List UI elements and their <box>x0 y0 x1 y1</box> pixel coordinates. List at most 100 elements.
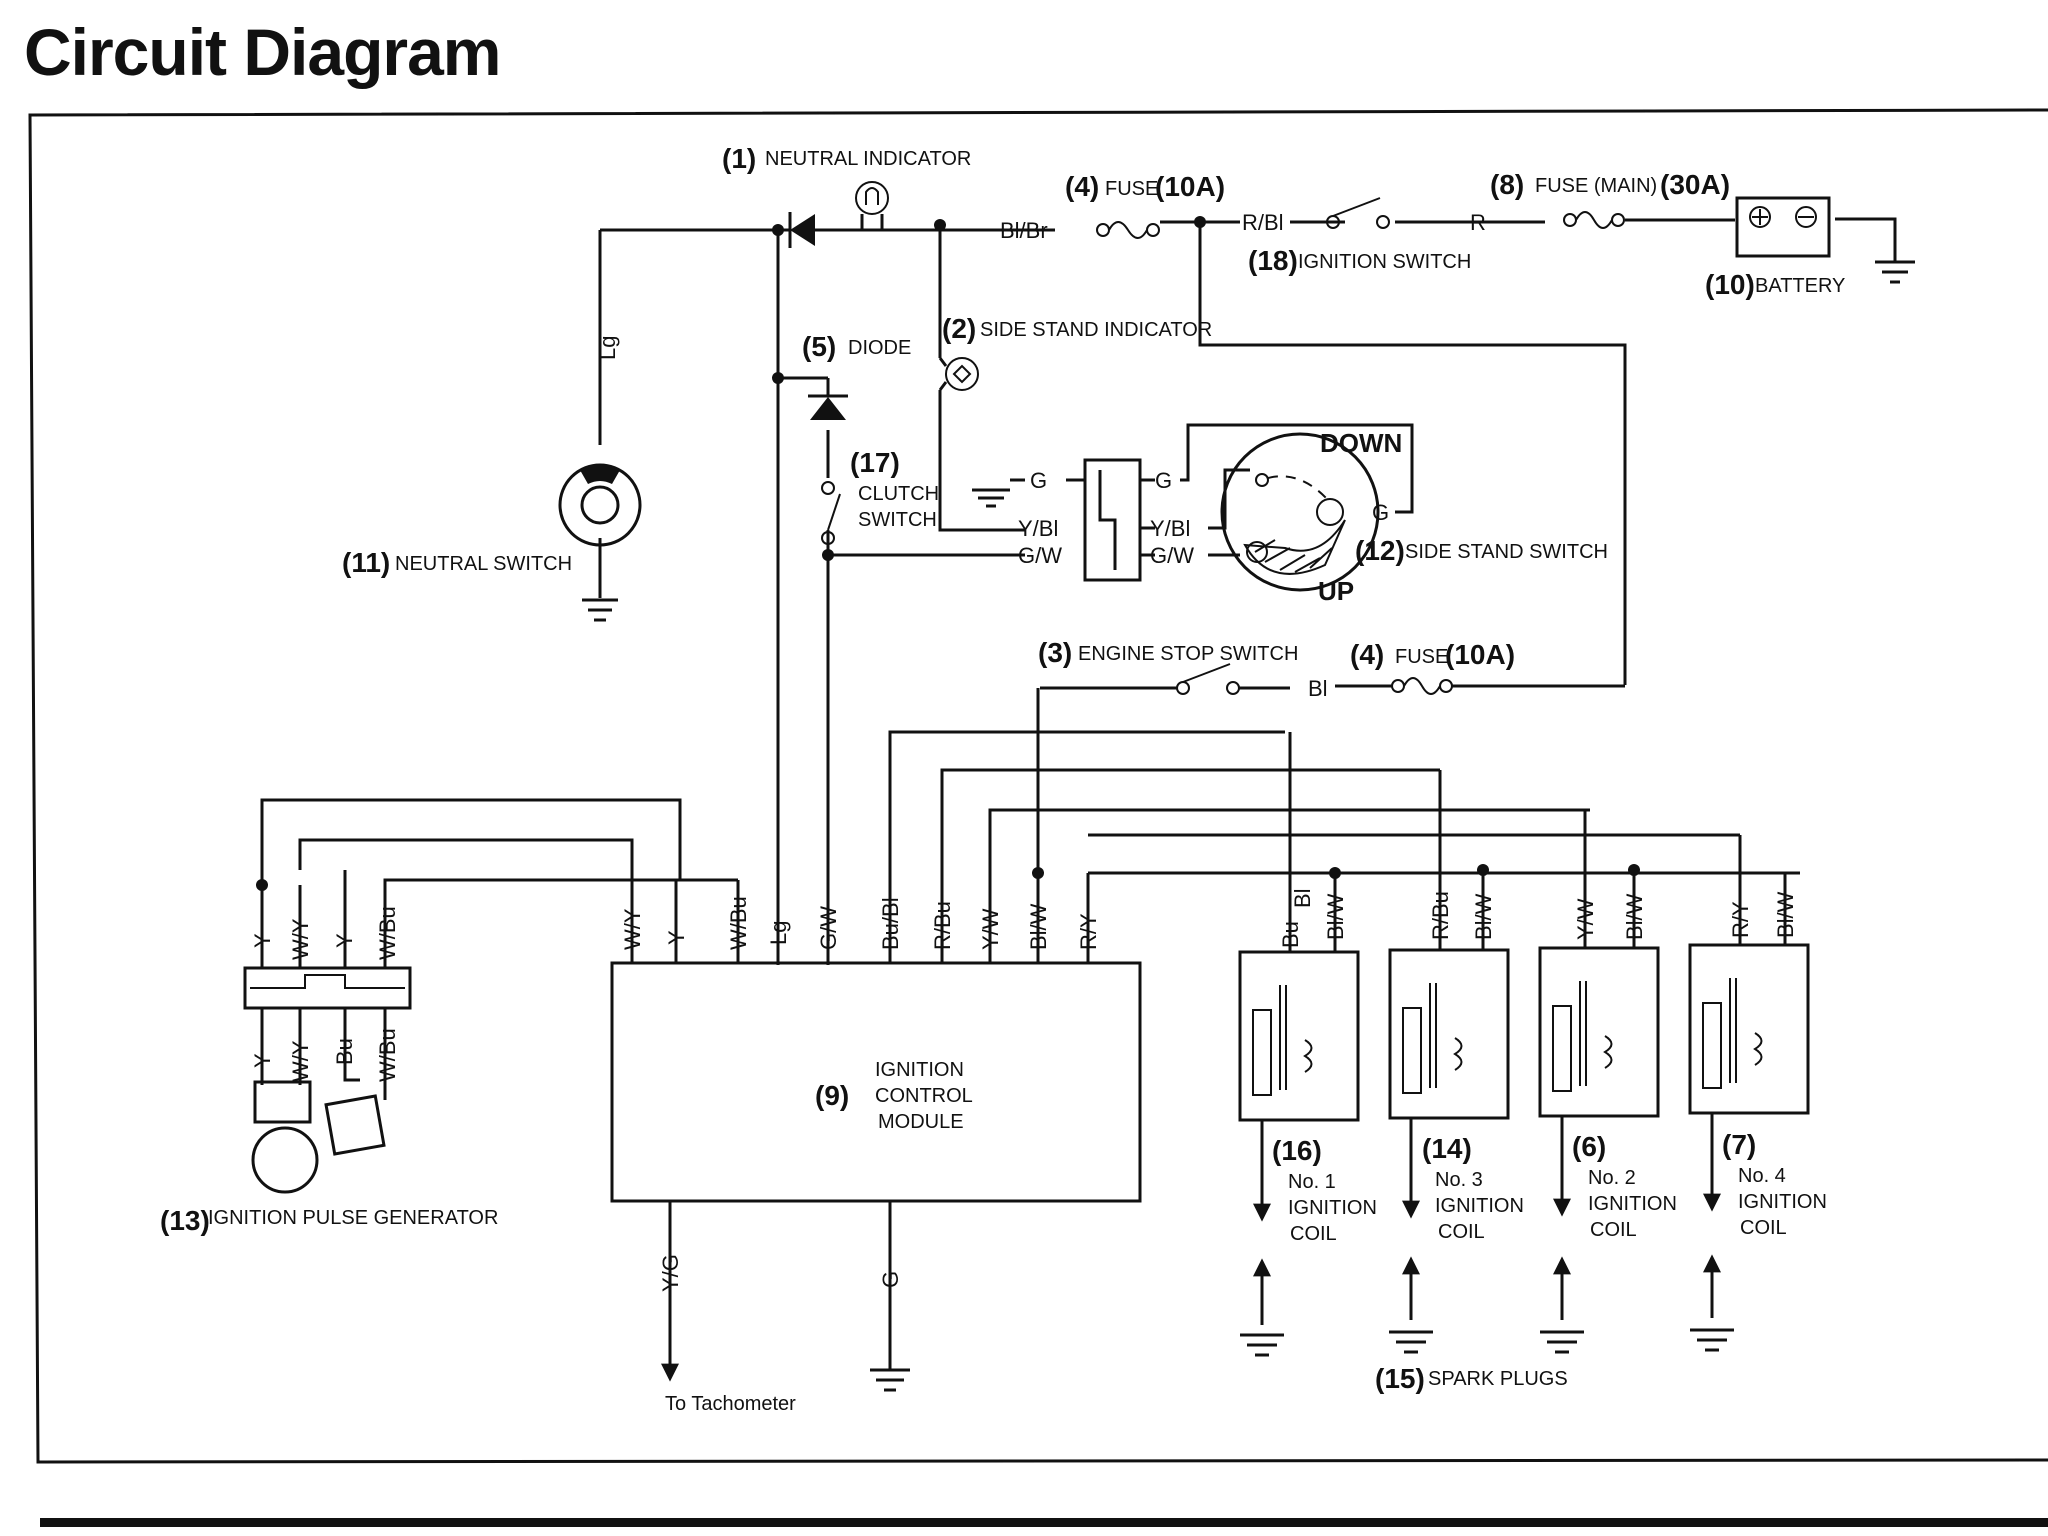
neutral-indicator-label: NEUTRAL INDICATOR <box>765 148 971 170</box>
side-stand-indicator-lamp-icon <box>938 357 979 391</box>
clutch-switch-num: (17) <box>850 447 900 478</box>
battery-num: (10) <box>1705 269 1755 300</box>
coil-4-line3: COIL <box>1740 1217 1787 1239</box>
wire-y-pg3: Y <box>250 1053 275 1068</box>
wire-bl: Bl <box>1308 676 1328 701</box>
fuse-a-label: FUSE <box>1105 178 1158 200</box>
diode-num: (5) <box>802 331 836 362</box>
icm-wiring <box>630 688 1800 1382</box>
diode-icon <box>808 394 848 420</box>
ground-symbols <box>582 260 1915 1392</box>
coil-1-num: (16) <box>1272 1135 1322 1166</box>
fuse-main-num: (8) <box>1490 169 1524 200</box>
wire-w-y-pg1: W/Y <box>288 918 313 960</box>
wire-bl-coil1: Bl <box>1290 888 1315 908</box>
wire-y-g: Y/G <box>658 1254 683 1292</box>
fuse-main-rating: (30A) <box>1660 169 1730 200</box>
coil-3-line2: IGNITION <box>1435 1195 1524 1217</box>
wire-y-pg1: Y <box>250 933 275 948</box>
wire-bl-w-coil1: Bl/W <box>1323 893 1348 940</box>
fuse-main-label: FUSE (MAIN) <box>1535 175 1657 197</box>
wire-bl-w-icm: Bl/W <box>1026 903 1051 950</box>
diode-top-icon <box>788 212 815 248</box>
wire-g-w-icm: G/W <box>816 906 841 950</box>
clutch-switch-line1: CLUTCH <box>858 483 939 505</box>
fuse-b-num: (4) <box>1350 639 1384 670</box>
side-stand-switch-label: SIDE STAND SWITCH <box>1405 541 1608 563</box>
wire-w-bu-icm: W/Bu <box>726 896 751 950</box>
coil-1-line3: COIL <box>1290 1223 1337 1245</box>
wire-bl-w-coil4: Bl/W <box>1773 891 1798 938</box>
coil-2-num: (6) <box>1572 1131 1606 1162</box>
coil-2-line3: COIL <box>1590 1219 1637 1241</box>
wire-bu-pg: Bu <box>332 1038 357 1065</box>
wire-r-bu-icm: R/Bu <box>930 901 955 950</box>
spark-plugs-num: (15) <box>1375 1363 1425 1394</box>
pulse-generator-label: IGNITION PULSE GENERATOR <box>208 1207 498 1229</box>
coil-3-num: (14) <box>1422 1133 1472 1164</box>
ignition-switch-num: (18) <box>1248 245 1298 276</box>
neutral-switch-icon <box>558 463 642 547</box>
wire-y-bl-right: Y/Bl <box>1150 516 1190 541</box>
ignition-switch-label: IGNITION SWITCH <box>1298 251 1471 273</box>
clutch-switch-icon <box>821 481 841 545</box>
side-stand-indicator-num: (2) <box>942 313 976 344</box>
coil-3-line3: COIL <box>1438 1221 1485 1243</box>
ignition-control-module <box>610 961 1142 1203</box>
icm-line3: MODULE <box>878 1111 964 1133</box>
neutral-indicator-num: (1) <box>722 143 756 174</box>
coil-4-icon <box>1688 895 1810 1212</box>
fuse-b-icon <box>1335 677 1625 695</box>
wire-w-bu-pg2: W/Bu <box>375 1028 400 1082</box>
fuse-main-icon <box>1563 211 1625 229</box>
battery-icon <box>1735 196 1831 258</box>
wire-w-y-icm: W/Y <box>620 908 645 950</box>
page-title: Circuit Diagram <box>24 15 501 89</box>
wire-g-w-right: G/W <box>1150 543 1194 568</box>
wire-bl-w-coil3: Bl/W <box>1471 893 1496 940</box>
diagram-frame <box>28 108 2048 1527</box>
fuse-b-label: FUSE <box>1395 646 1448 668</box>
wire-y-w-coil2: Y/W <box>1573 898 1598 940</box>
fuse-b-rating: (10A) <box>1445 639 1515 670</box>
ignition-switch-icon <box>1326 197 1390 229</box>
neutral-switch-num: (11) <box>342 547 390 578</box>
engine-stop-switch-label: ENGINE STOP SWITCH <box>1078 643 1298 665</box>
wire-r-bl: R/Bl <box>1242 210 1284 235</box>
icm-line2: CONTROL <box>875 1085 973 1107</box>
wire-r-bu-coil3: R/Bu <box>1428 891 1453 940</box>
fuse-a-num: (4) <box>1065 171 1099 202</box>
coil-3-line1: No. 3 <box>1435 1169 1483 1191</box>
spark-plugs-icon <box>1240 1254 1734 1357</box>
engine-stop-switch-num: (3) <box>1038 637 1072 668</box>
wire-g-right: G <box>1155 468 1172 493</box>
wire-g-icm-ground: G <box>878 1271 903 1288</box>
wire-y-bl-left: Y/Bl <box>1018 516 1058 541</box>
side-stand-indicator-label: SIDE STAND INDICATOR <box>980 319 1212 341</box>
side-stand-switch-num: (12) <box>1355 535 1405 566</box>
wire-bu-bl-icm: Bu/Bl <box>878 897 903 950</box>
coil-4-line1: No. 4 <box>1738 1165 1786 1187</box>
engine-stop-switch-icon <box>1040 663 1290 695</box>
fuse-a-rating: (10A) <box>1155 171 1225 202</box>
pulse-generator-wiring <box>243 798 738 1194</box>
neutral-indicator-lamp-icon <box>815 181 940 232</box>
wire-r-y-coil4: R/Y <box>1728 901 1753 938</box>
side-stand-down-label: DOWN <box>1320 428 1402 458</box>
wire-lg-neutral: Lg <box>595 336 620 360</box>
wire-w-bu-pg1: W/Bu <box>375 906 400 960</box>
wire-y-pg2: Y <box>332 933 357 948</box>
wire-y-icm: Y <box>664 930 689 945</box>
wire-y-w-icm: Y/W <box>978 908 1003 950</box>
coil-2-line2: IGNITION <box>1588 1193 1677 1215</box>
coil-2-line1: No. 2 <box>1588 1167 1636 1189</box>
battery-label: BATTERY <box>1755 275 1845 297</box>
power-bus-wiring <box>598 217 1897 965</box>
neutral-switch-label: NEUTRAL SWITCH <box>395 553 572 575</box>
coil-4-line2: IGNITION <box>1738 1191 1827 1213</box>
wire-bu-coil1: Bu <box>1278 921 1303 948</box>
side-stand-up-label: UP <box>1318 576 1354 606</box>
clutch-switch-line2: SWITCH <box>858 509 937 531</box>
coil-bus-wiring <box>1288 732 1787 895</box>
